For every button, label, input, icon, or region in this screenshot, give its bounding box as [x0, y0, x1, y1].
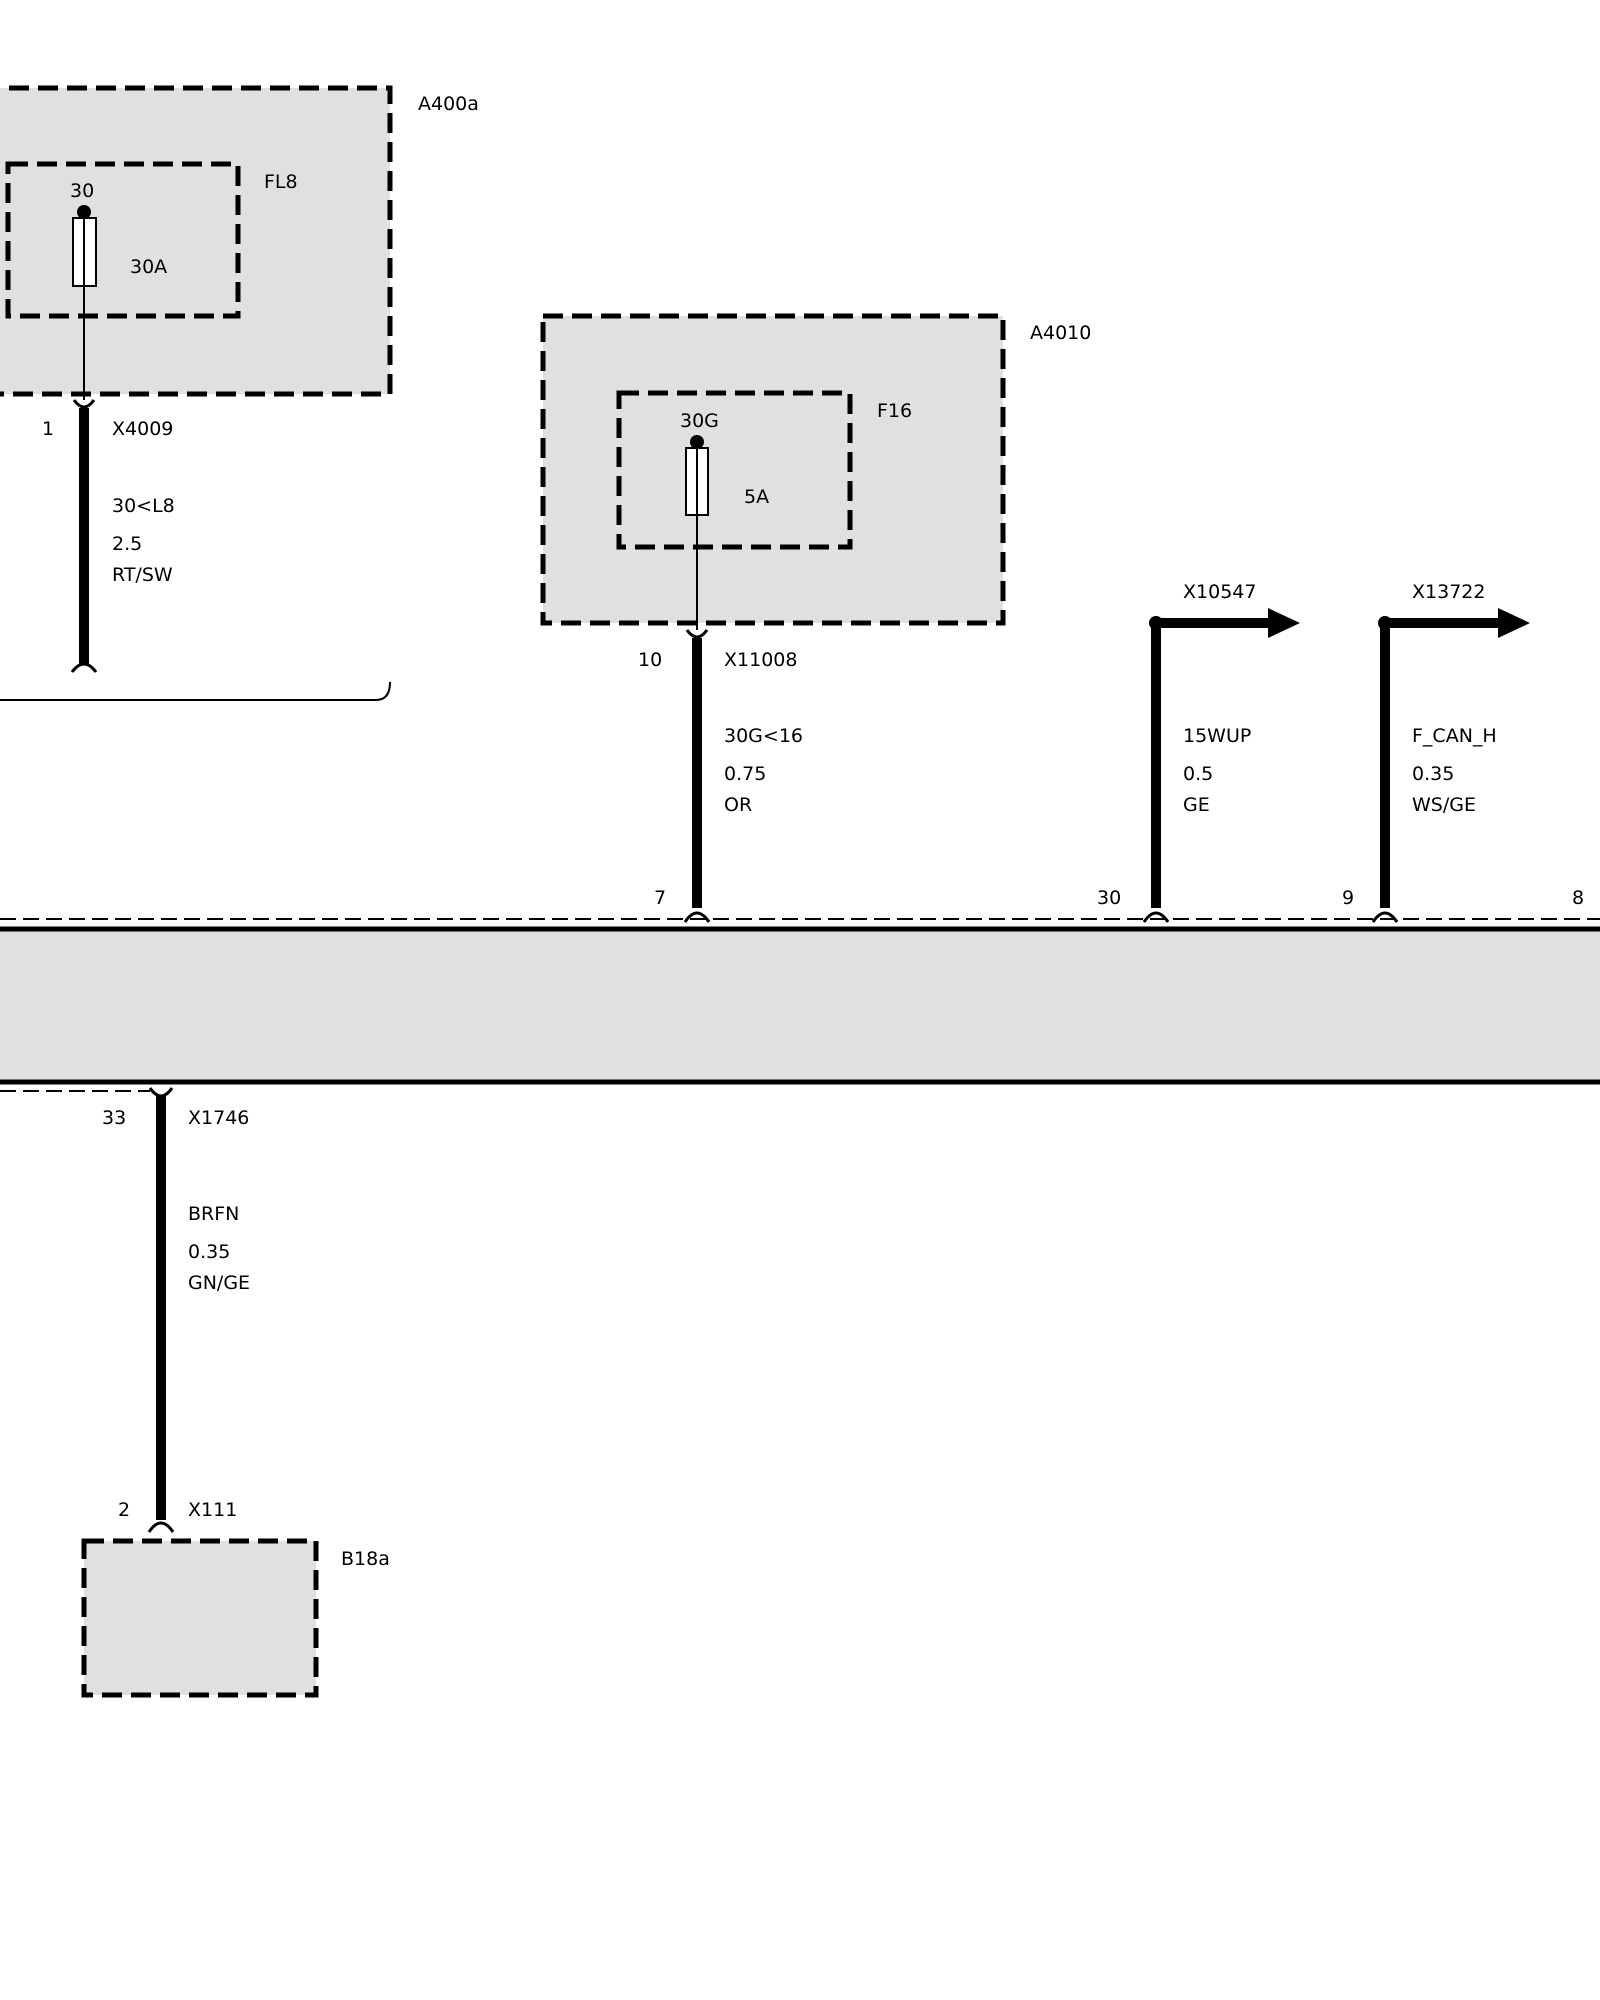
wire-x10547-color: GE [1183, 794, 1210, 816]
component-b18a-label: B18a [341, 1548, 390, 1570]
wire-x10547-gauge: 0.5 [1183, 763, 1213, 785]
wire-x10547: X10547 15WUP 0.5 GE 30 [1097, 581, 1300, 923]
fuse-f16-terminal: 30G [680, 410, 719, 432]
wire-x1746-pin: 33 [102, 1107, 126, 1129]
wire-x4009-signal: 30<L8 [112, 495, 175, 517]
wire-x13722-gauge: 0.35 [1412, 763, 1454, 785]
module-a400a: A400a [0, 85, 479, 397]
wire-x4009: 1 X4009 30<L8 2.5 RT/SW [42, 399, 175, 673]
fuse-fl8-terminal: 30 [70, 180, 94, 202]
fuse-f16-label: F16 [877, 400, 912, 422]
connector-x1746-cup [148, 1087, 174, 1098]
bus-pin-7: 7 [654, 887, 666, 909]
connector-x111-pin: 2 [118, 1499, 130, 1521]
wire-x13722-connector: X13722 [1412, 581, 1485, 603]
wire-x4009-color: RT/SW [112, 564, 173, 586]
fuse-fl8-label: FL8 [264, 171, 298, 193]
wire-x1746-color: GN/GE [188, 1272, 250, 1294]
module-a400a-label: A400a [418, 93, 479, 115]
bus-pin-9: 9 [1342, 887, 1354, 909]
connector-x111-cup [147, 1521, 175, 1533]
wire-x4009-gauge: 2.5 [112, 533, 142, 555]
wire-x10547-connector: X10547 [1183, 581, 1256, 603]
wire-x1746: 33 X1746 BRFN 0.35 GN/GE 2 X111 [102, 1087, 250, 1533]
bus-pin-30: 30 [1097, 887, 1121, 909]
wire-x11008-gauge: 0.75 [724, 763, 766, 785]
bus-pin-8: 8 [1572, 887, 1584, 909]
arrow-right-icon [1268, 608, 1300, 638]
wire-x13722: X13722 F_CAN_H 0.35 WS/GE 9 [1342, 581, 1530, 923]
module-a4010: A4010 [540, 313, 1091, 626]
wire-x11008-pin: 10 [638, 649, 662, 671]
wire-x4009-pin: 1 [42, 418, 54, 440]
wire-x4009-connector: X4009 [112, 418, 173, 440]
wire-x11008: 10 X11008 30G<16 0.75 OR 7 [638, 629, 803, 923]
wire-x1746-signal: BRFN [188, 1203, 239, 1225]
connector-x111-label: X111 [188, 1499, 237, 1521]
control-unit-band [0, 918, 1600, 1092]
wire-x13722-color: WS/GE [1412, 794, 1476, 816]
connector-x11008-cup [685, 629, 709, 639]
arrow-right-icon [1498, 608, 1530, 638]
component-b18a: B18a [81, 1538, 390, 1698]
module-a4010-label: A4010 [1030, 322, 1091, 344]
wire-x11008-color: OR [724, 794, 752, 816]
wire-break-symbol [70, 662, 98, 673]
connector-x4009-cup [72, 399, 96, 409]
fuse-f16-rating: 5A [744, 486, 769, 508]
wire-x11008-connector: X11008 [724, 649, 797, 671]
fuse-f16: F16 30G 5A [616, 390, 912, 630]
bus-pin-7-cup [683, 911, 711, 923]
bus-pin-30-cup [1142, 911, 1170, 923]
wire-x13722-signal: F_CAN_H [1412, 725, 1497, 747]
wire-x11008-signal: 30G<16 [724, 725, 803, 747]
section-bracket-line [0, 681, 391, 701]
bus-pin-9-cup [1371, 911, 1399, 923]
fuse-fl8: FL8 30 30A [5, 161, 298, 400]
wire-x10547-signal: 15WUP [1183, 725, 1251, 747]
wire-x1746-connector: X1746 [188, 1107, 249, 1129]
fuse-fl8-rating: 30A [130, 256, 167, 278]
wire-x1746-gauge: 0.35 [188, 1241, 230, 1263]
